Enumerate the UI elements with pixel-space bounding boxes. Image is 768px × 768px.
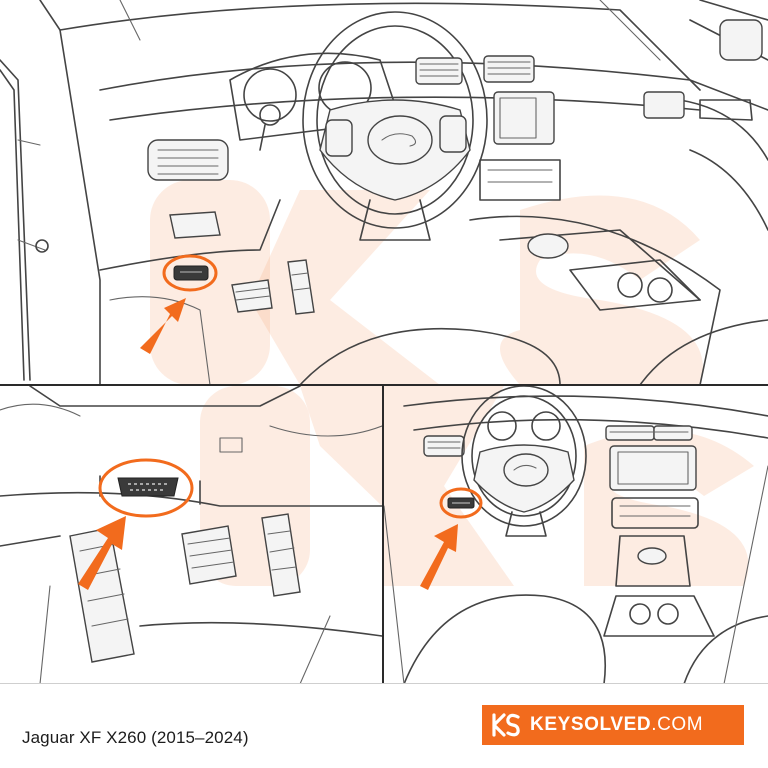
panel-divider-vertical: [382, 386, 384, 684]
panel-divider-horizontal: [0, 384, 768, 386]
ks-logo-icon: [492, 713, 520, 737]
brand-domain: .COM: [651, 714, 704, 735]
driver-view-drawing: [384, 386, 768, 684]
highlight-ring: [98, 458, 194, 518]
vehicle-caption: Jaguar XF X260 (2015–2024): [22, 728, 249, 747]
brand-wordmark: KEYSOLVED.COM: [530, 714, 703, 736]
watermark: [150, 180, 703, 385]
port-closeup-drawing: [0, 386, 382, 684]
interior-overview-drawing: [0, 0, 768, 385]
obd-port-icon: [173, 265, 209, 281]
obd-port-icon: [447, 497, 475, 509]
highlight-ring: [162, 254, 218, 292]
highlight-ring: [439, 487, 483, 519]
obd-port-icon: [117, 477, 179, 497]
arrow-icon: [78, 516, 126, 590]
arrow-icon: [140, 298, 186, 354]
brand-logo: KEYSOLVED.COM: [482, 705, 744, 745]
arrow-icon: [420, 524, 458, 590]
panel-divider-bottom: [0, 683, 768, 684]
panel-interior-overview: [0, 0, 768, 385]
panel-driver-view: [384, 386, 768, 684]
brand-name: KEYSOLVED: [530, 714, 652, 735]
panel-port-closeup: [0, 386, 382, 684]
